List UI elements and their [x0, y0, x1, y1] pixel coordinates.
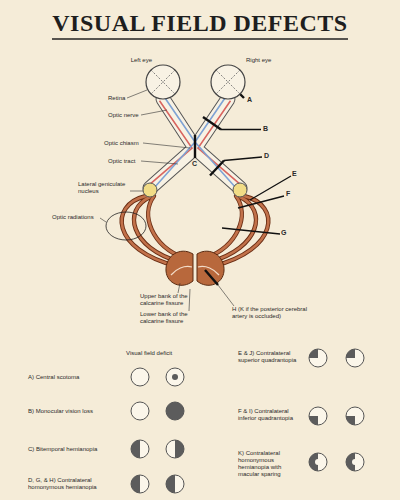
eye-node: Right eye: [208, 57, 284, 103]
structure-label: Optic tract: [108, 158, 148, 165]
deficit-label: A) Central scotoma: [28, 374, 118, 381]
spared-macula: [352, 459, 358, 465]
calcarine-fissure: [171, 266, 219, 275]
eye-field-cross: [151, 70, 175, 94]
field-outline: [309, 407, 327, 425]
macular-sparing: [315, 459, 358, 465]
eye-shape: [116, 57, 182, 103]
field-outline: [346, 453, 364, 471]
poster-title: VISUAL FIELD DEFECTS: [0, 10, 400, 37]
eye-label: Left eye: [116, 57, 152, 64]
field-outline: [309, 349, 327, 367]
field-loss-full: [166, 402, 184, 420]
eye-node: Left eye: [116, 57, 182, 103]
lesion-line: [221, 130, 291, 235]
field-circle: [166, 440, 184, 458]
eye-shape: [208, 57, 284, 103]
structure-label: Lateral geniculate nucleus: [78, 181, 130, 195]
callout-ellipse: [106, 212, 146, 240]
field-circle: [131, 440, 149, 458]
field-circle: [346, 407, 364, 425]
field-loss-half: [175, 440, 184, 458]
deficit-label: K) Contralateral homonymous hemianopia w…: [238, 450, 300, 478]
field-circle: [309, 407, 327, 425]
structure-label: Lower bank of the calcarine fissure: [140, 311, 192, 325]
field-outline: [166, 402, 184, 420]
field-outline: [166, 475, 184, 493]
field-circle: [166, 475, 184, 493]
field-circle: [131, 368, 149, 386]
field-circle: [346, 349, 364, 367]
lesion-letter: G: [281, 229, 291, 237]
field-circle: [309, 453, 327, 471]
column-header: Visual field deficit: [126, 350, 196, 357]
lesion-letter: F: [286, 190, 296, 198]
lesion-letter: E: [292, 170, 302, 178]
field-loss: [131, 349, 355, 493]
field-circle: [131, 402, 149, 420]
eye-circle: [211, 65, 245, 99]
field-loss-half: [166, 475, 175, 493]
title-underline: [52, 38, 348, 40]
field-outline: [131, 402, 149, 420]
lesion-letter: B: [263, 125, 273, 133]
field-loss-half: [131, 475, 140, 493]
field-outline: [166, 440, 184, 458]
lesion-letter: A: [247, 96, 257, 104]
field-outline: [346, 349, 364, 367]
deficit-label: B) Monocular vision loss: [28, 408, 118, 415]
structure-label: Optic nerve: [108, 112, 148, 119]
deficit-label: E & J) Contralateral superior quadrantop…: [238, 350, 300, 364]
field-background: [131, 349, 364, 493]
scotoma-dot: [172, 374, 178, 380]
deficit-label: F & I) Contralateral inferior quadrantop…: [238, 408, 300, 422]
field-circle: [166, 368, 184, 386]
structure-label: Retina: [108, 95, 148, 102]
field-outline: [131, 440, 149, 458]
field-circle: [166, 402, 184, 420]
eye-field-cross: [216, 70, 240, 94]
field-circle: [131, 475, 149, 493]
field-loss-half: [131, 440, 140, 458]
field-outline: [166, 368, 184, 386]
structure-label: Optic chiasm: [104, 140, 146, 147]
field-outline: [309, 453, 327, 471]
field-circle: [309, 349, 327, 367]
lesion-note: H (K if the posterior cerebral artery is…: [232, 306, 324, 320]
structure-label: Optic radiations: [52, 214, 102, 221]
field-outline: [346, 407, 364, 425]
field-outline: [131, 349, 364, 493]
eye-label: Right eye: [246, 57, 284, 64]
field-outline: [131, 368, 149, 386]
structure-label: Upper bank of the calcarine fissure: [140, 293, 192, 307]
deficit-label: C) Bitemporal hemianopia: [28, 446, 118, 453]
eye-circle: [146, 65, 180, 99]
lesion-letter: C: [192, 160, 202, 168]
lateral-geniculate-nucleus: [233, 183, 247, 197]
lesion-letter: D: [264, 152, 274, 160]
lesion-marker: [195, 90, 244, 285]
field-outline: [131, 475, 149, 493]
lateral-geniculate-nucleus: [143, 183, 157, 197]
field-circle: [346, 453, 364, 471]
deficit-label: D, G, & H) Contralateral homonymous hemi…: [28, 477, 118, 491]
spared-macula: [315, 459, 321, 465]
